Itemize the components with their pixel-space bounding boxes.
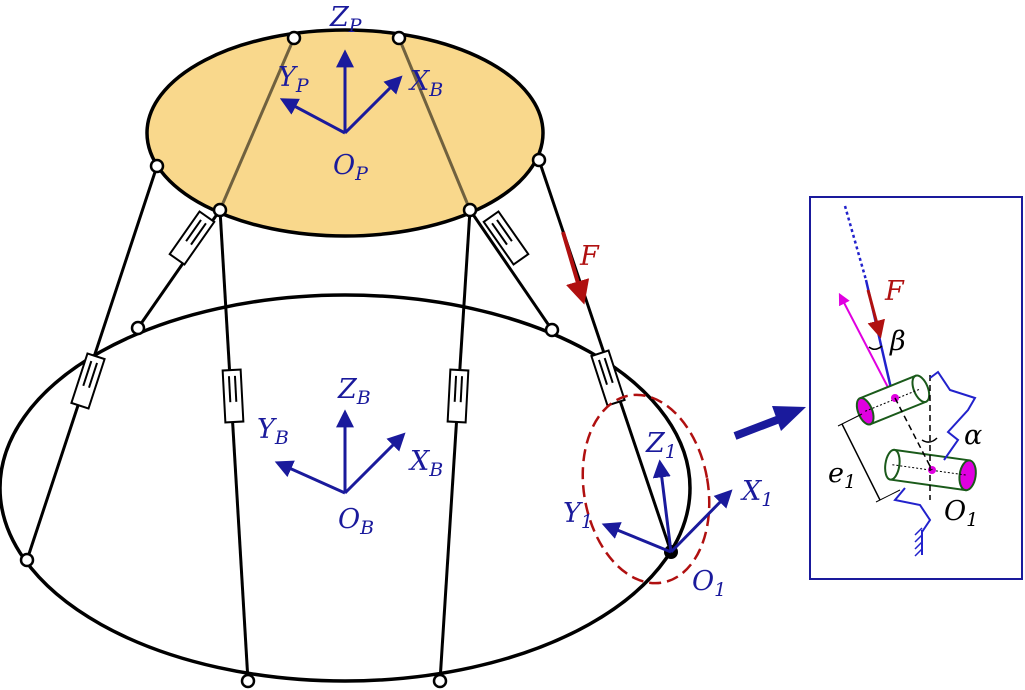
svg-text:e1: e1 (828, 458, 856, 493)
svg-text:YB: YB (257, 414, 289, 449)
pointer-arrow (733, 406, 806, 440)
svg-text:ZP: ZP (329, 2, 363, 37)
label-zb: Z (337, 374, 358, 405)
svg-text:X1: X1 (740, 476, 773, 511)
svg-text:O1: O1 (692, 566, 726, 601)
base-platform (0, 293, 692, 683)
label-yp: Y (278, 62, 298, 93)
inset-label-o1: O (944, 496, 966, 527)
label-z1: Z (645, 428, 666, 459)
force-arrow (561, 231, 590, 305)
force-label: F (579, 241, 600, 272)
svg-text:OP: OP (333, 150, 369, 185)
base-frame: ZB YB XB OB (257, 374, 443, 539)
svg-text:XB: XB (408, 66, 443, 101)
label-xb: X (408, 446, 431, 477)
label-xb-top: X (408, 66, 431, 97)
label-e1: e (828, 458, 844, 489)
label-alpha: α (964, 420, 982, 451)
platform-frame: ZP YP XB OP (278, 2, 443, 185)
prismatic-struts (70, 210, 626, 424)
legs (25, 159, 673, 682)
upper-legs (218, 37, 472, 211)
svg-text:O1: O1 (944, 496, 978, 531)
label-beta: β (889, 326, 906, 357)
svg-text:YP: YP (278, 62, 310, 97)
detail-highlight-ellipse (581, 393, 711, 585)
inset-detail: F β α (809, 196, 1023, 580)
svg-text:Z1: Z1 (645, 428, 677, 463)
svg-text:OB: OB (338, 504, 374, 539)
local-frame: Z1 Y1 X1 O1 (563, 428, 773, 601)
label-yb: Y (257, 414, 277, 445)
svg-text:ZB: ZB (337, 374, 371, 409)
label-y1: Y (563, 498, 583, 529)
joints (19, 30, 678, 689)
label-o1: O (692, 566, 714, 597)
inset-force-label: F (884, 276, 905, 307)
label-ob: O (338, 504, 360, 535)
label-op: O (333, 150, 355, 181)
label-x1: X (740, 476, 763, 507)
svg-text:Y1: Y1 (563, 498, 593, 533)
label-zp: Z (329, 2, 350, 33)
svg-text:XB: XB (408, 446, 443, 481)
